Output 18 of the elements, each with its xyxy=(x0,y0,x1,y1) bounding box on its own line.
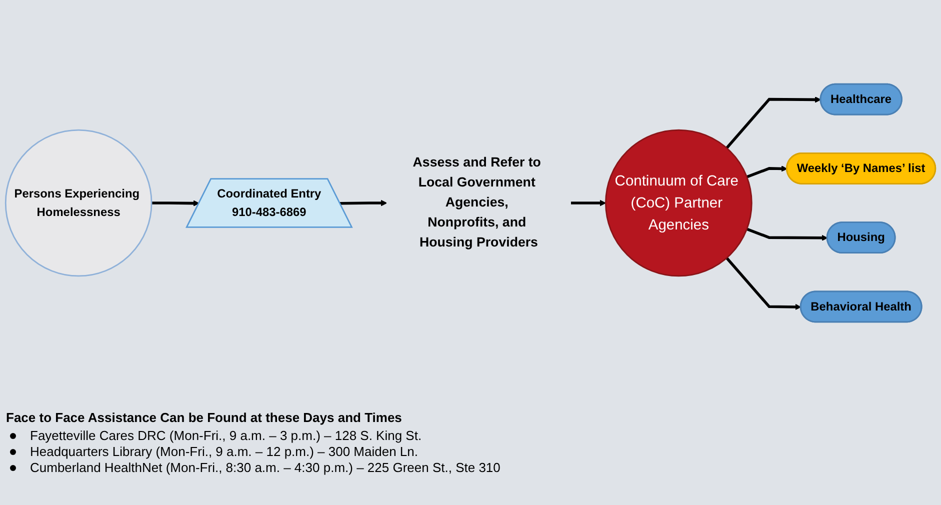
arrow xyxy=(746,228,828,241)
start-circle: Persons Experiencing Homelessness xyxy=(4,129,152,277)
arrow xyxy=(152,200,200,206)
arrow xyxy=(340,200,388,206)
agencies-circle: Continuum of Care (CoC) Partner Agencies xyxy=(605,129,752,277)
arrow xyxy=(726,257,802,310)
service-node: Behavioral Health xyxy=(800,290,922,323)
location-item: Cumberland HealthNet (Mon-Fri., 8:30 a.m. – 4:30 p.m.) – 225 Green St., Ste 310 xyxy=(30,460,500,475)
location-item: Fayetteville Cares DRC (Mon-Fri., 9 a.m. – 3 p.m.) – 128 S. King St. xyxy=(30,428,422,443)
service-node: Housing xyxy=(826,222,896,254)
arrow xyxy=(746,166,788,178)
service-node: Healthcare xyxy=(820,83,902,116)
location-item: Headquarters Library (Mon-Fri., 9 a.m. – 12 p.m.) – 300 Maiden Ln. xyxy=(30,444,418,459)
notes-heading: Face to Face Assistance Can be Found at these Days and Times xyxy=(6,410,402,425)
entry-trapezoid: Coordinated Entry 910-483-6869 xyxy=(186,178,353,228)
arrow xyxy=(726,96,822,149)
arrow xyxy=(570,200,606,206)
list-node: Weekly ‘By Names’ list xyxy=(786,152,936,184)
